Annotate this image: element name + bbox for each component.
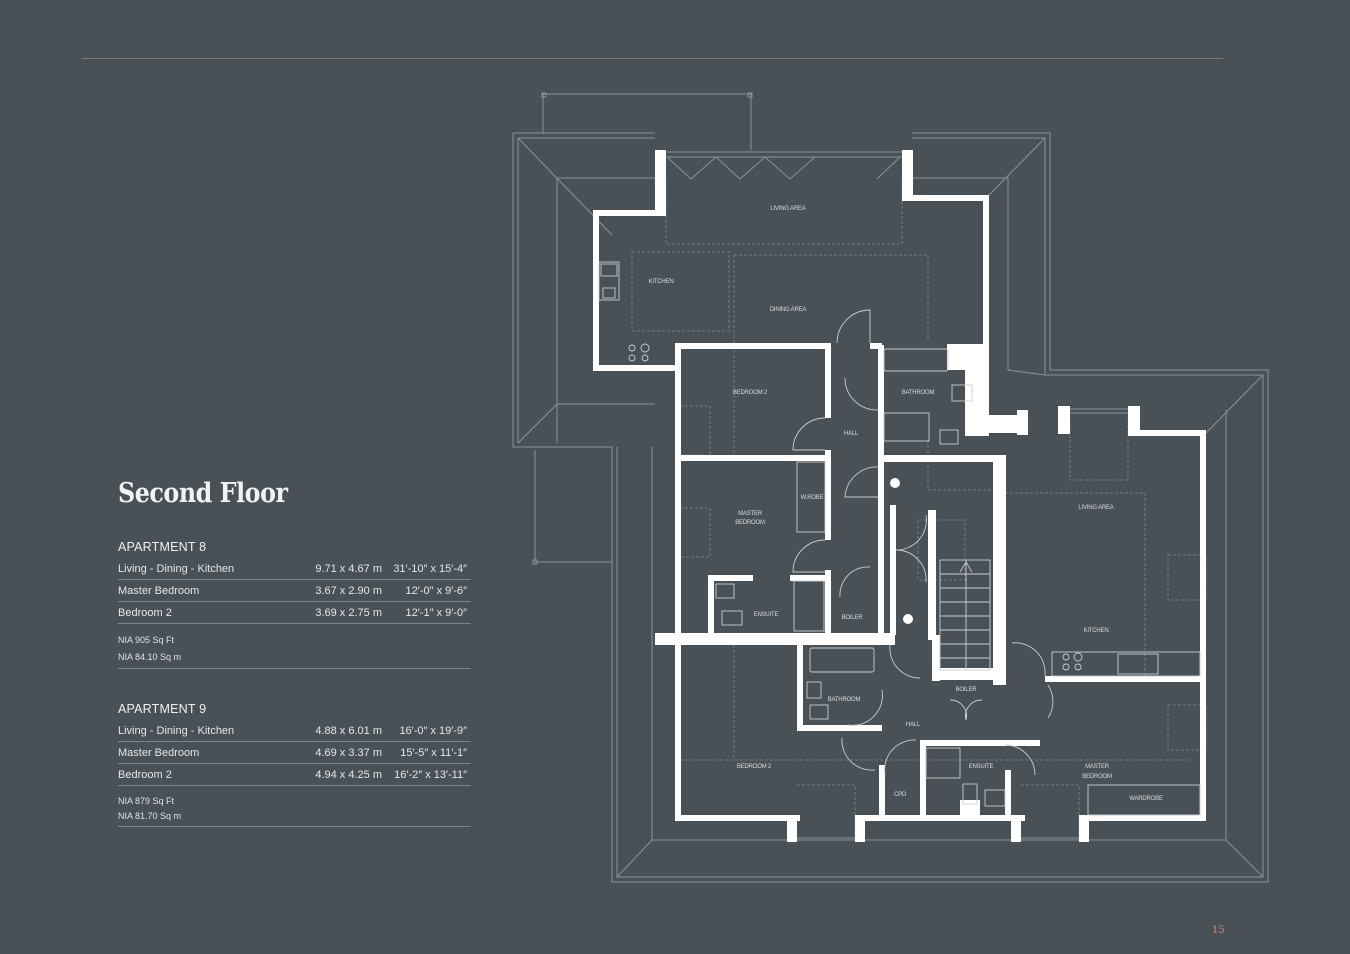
apartment-8-schedule: APARTMENT 8 Living - Dining - Kitchen 9.… [118,540,471,669]
label-apt9-cpd: CPD [894,792,907,798]
page-title: Second Floor [118,478,288,509]
label-apt9-living: LIVING AREA [1078,505,1113,511]
room-name: Living - Dining - Kitchen [118,724,235,737]
label-apt9-master-bedroom: BEDROOM [1082,774,1112,780]
label-apt8-master-bedroom: BEDROOM [735,520,765,526]
label-apt8-boiler: BOILER [842,615,864,621]
label-apt9-master: MASTER [1085,764,1110,770]
nia-sqft: NIA 905 Sq Ft [118,635,175,645]
room-metric: 4.69 x 3.37 m [315,746,382,759]
room-imperial: 16′-0″ x 19′-9″ [399,724,467,737]
room-name: Bedroom 2 [118,768,172,781]
label-apt8-bedroom2: BEDROOM 2 [733,390,768,396]
room-name: Living - Dining - Kitchen [118,562,235,575]
label-apt8-living: LIVING AREA [770,206,805,212]
label-apt8-master: MASTER [738,511,763,517]
room-imperial: 12′-0″ x 9′-6″ [405,584,467,597]
room-row: Master Bedroom 4.69 x 3.37 m 15′-5″ x 11… [118,742,471,764]
room-metric: 4.94 x 4.25 m [315,768,382,781]
label-apt8-hall: HALL [844,431,859,437]
label-apt8-bathroom: BATHROOM [902,390,935,396]
nia-sqm: NIA 81.70 Sq m [118,811,182,821]
apartment-title: APARTMENT 9 [118,702,207,716]
room-imperial: 12′-1″ x 9′-0″ [405,606,467,619]
room-imperial: 16′-2″ x 13′-11″ [394,768,467,781]
room-row: Living - Dining - Kitchen 9.71 x 4.67 m … [118,558,471,580]
room-imperial: 15′-5″ x 11′-1″ [400,746,467,759]
label-apt8-dining: DINING AREA [770,307,807,313]
room-row: Bedroom 2 4.94 x 4.25 m 16′-2″ x 13′-11″ [118,764,471,786]
room-imperial: 31′-10″ x 15′-4″ [393,562,467,575]
label-apt8-ensuite: ENSUITE [754,612,779,618]
label-apt9-wardrobe: WARDROBE [1129,796,1163,802]
label-apt9-kitchen: KITCHEN [1084,628,1109,634]
room-metric: 4.88 x 6.01 m [315,724,382,737]
room-name: Bedroom 2 [118,606,172,619]
room-name: Master Bedroom [118,746,200,759]
label-apt9-boiler: BOILER [956,687,978,693]
room-name: Master Bedroom [118,584,200,597]
room-row: Master Bedroom 3.67 x 2.90 m 12′-0″ x 9′… [118,580,471,602]
room-metric: 3.69 x 2.75 m [315,606,382,619]
apartment-9-schedule: APARTMENT 9 Living - Dining - Kitchen 4.… [118,702,471,827]
apartment-title: APARTMENT 8 [118,540,207,554]
nia-sqft: NIA 879 Sq Ft [118,796,175,806]
label-apt9-bathroom: BATHROOM [828,697,861,703]
label-apt9-bedroom2: BEDROOM 2 [737,764,772,770]
room-metric: 3.67 x 2.90 m [315,584,382,597]
label-apt9-ensuite: ENSUITE [969,764,994,770]
room-row: Bedroom 2 3.69 x 2.75 m 12′-1″ x 9′-0″ [118,602,471,624]
room-metric: 9.71 x 4.67 m [315,562,382,575]
nia-block: NIA 905 Sq Ft NIA 84.10 Sq m [118,624,471,669]
label-apt9-hall: HALL [906,722,921,728]
header-rule [82,58,1223,59]
page-number: 15 [1212,925,1225,936]
nia-sqm: NIA 84.10 Sq m [118,652,182,662]
label-apt8-kitchen: KITCHEN [649,279,674,285]
room-row: Living - Dining - Kitchen 4.88 x 6.01 m … [118,720,471,742]
label-apt8-wrobe: W.ROBE [801,495,824,501]
nia-block: NIA 879 Sq Ft NIA 81.70 Sq m [118,786,471,827]
